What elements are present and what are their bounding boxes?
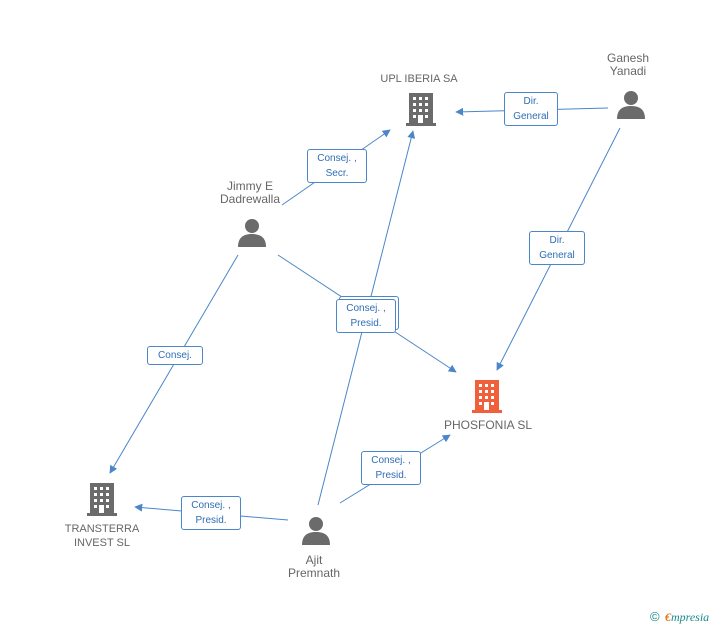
edge-label-line1: Dir.: [549, 235, 565, 246]
person-label-line2: Yanadi: [609, 64, 647, 78]
person-label-line2: Premnath: [287, 566, 341, 580]
edge-label-line1: Consej. ,: [191, 500, 231, 511]
edge-label-jimmy-upl: Consej. , Secr.: [307, 149, 367, 183]
edge-label-line2: Secr.: [325, 168, 349, 179]
edge-label-line2: Presid.: [375, 470, 407, 481]
edge-label-line1: Consej. ,: [346, 303, 386, 314]
copyright-icon: ©: [650, 609, 660, 624]
building-icon: [472, 380, 502, 413]
edge-label-ganesh-upl: Dir. General: [504, 92, 558, 126]
person-label-jimmy[interactable]: Jimmy E Dadrewalla: [204, 180, 296, 206]
edge-label-line1: Consej. ,: [317, 153, 357, 164]
brand-footer[interactable]: © €mpresia: [650, 609, 709, 625]
person-label-line1: Ganesh: [606, 51, 650, 65]
edge-label-line2: General: [513, 111, 549, 122]
person-icon: [617, 91, 645, 119]
company-label-line2: INVEST SL: [73, 537, 131, 549]
building-icon: [406, 93, 436, 126]
edge-label-line2: General: [539, 250, 575, 261]
person-label-line1: Jimmy E: [227, 179, 273, 193]
person-label-line1: Ajit: [305, 553, 323, 567]
edge-label-line1: Consej. ,: [371, 455, 411, 466]
company-label-line1: TRANSTERRA: [64, 523, 140, 535]
edge-label-jimmy-phosfonia: Consej. , Presid.: [336, 299, 396, 333]
company-label-upl[interactable]: UPL IBERIA SA: [380, 73, 458, 85]
person-icon: [302, 517, 330, 545]
edge-label-ajit-transterra: Consej. , Presid.: [181, 496, 241, 530]
edge-label-line2: Presid.: [195, 515, 227, 526]
brand-logo-text: mpresia: [670, 610, 710, 624]
person-icon: [238, 219, 266, 247]
person-label-ganesh[interactable]: Ganesh Yanadi: [588, 52, 668, 78]
edge-label-line1: Dir.: [523, 96, 539, 107]
edge-label-ajit-phosfonia: Consej. , Presid.: [361, 451, 421, 485]
brand-logo-letter: €: [664, 610, 671, 624]
edge-label-line1: Consej.: [158, 350, 192, 361]
building-icon: [87, 483, 117, 516]
company-label-transterra[interactable]: TRANSTERRA INVEST SL: [40, 522, 164, 550]
edge-label-line2: Presid.: [350, 318, 382, 329]
edge-label-ganesh-phosfonia: Dir. General: [529, 231, 585, 265]
edge-label-jimmy-transterra: Consej.: [147, 346, 203, 365]
person-label-line2: Dadrewalla: [219, 192, 281, 206]
company-label-phosfonia[interactable]: PHOSFONIA SL: [443, 418, 533, 432]
person-label-ajit[interactable]: Ajit Premnath: [274, 554, 354, 580]
